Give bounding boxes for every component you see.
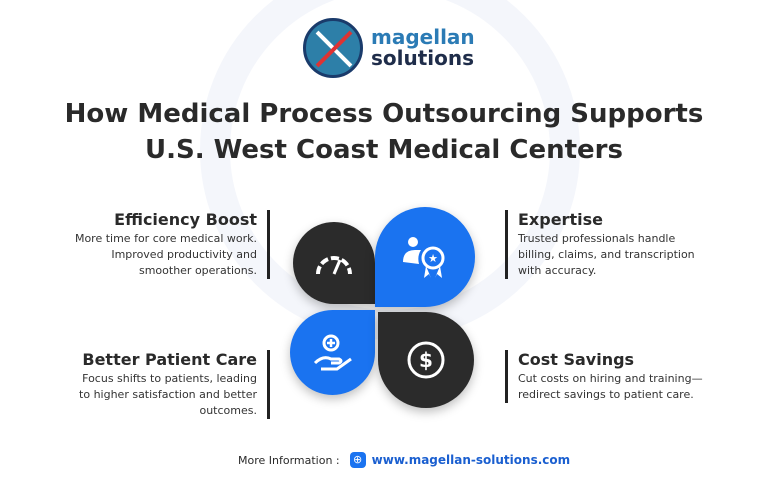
- more-info-label: More Information :: [238, 453, 340, 467]
- svg-text:$: $: [419, 348, 433, 372]
- item-text: Cut costs on hiring and training—redirec…: [518, 372, 703, 401]
- website-link[interactable]: www.magellan-solutions.com: [371, 453, 571, 467]
- item-text: Focus shifts to patients, leading to hig…: [79, 372, 257, 417]
- compass-icon: [303, 18, 363, 78]
- item-efficiency-boost: Efficiency Boost More time for core medi…: [70, 210, 270, 279]
- dollar-icon: $: [407, 341, 445, 379]
- item-title: Efficiency Boost: [114, 210, 257, 229]
- globe-icon: ⊕: [349, 452, 366, 468]
- item-expertise: Expertise Trusted professionals handle b…: [505, 210, 705, 279]
- page-title: How Medical Process Outsourcing Supports…: [64, 99, 704, 165]
- item-title: Expertise: [518, 210, 603, 229]
- logo-text-line1: magellan: [371, 25, 475, 49]
- cost-savings-petal: $: [378, 312, 474, 408]
- item-text: Trusted professionals handle billing, cl…: [518, 232, 695, 277]
- item-title: Better Patient Care: [82, 350, 257, 369]
- logo-text-line2: solutions: [371, 46, 475, 70]
- gauge-icon: [316, 256, 352, 275]
- item-better-patient-care: Better Patient Care Focus shifts to pati…: [70, 350, 270, 419]
- logo: magellan solutions: [303, 18, 475, 78]
- item-text: More time for core medical work. Improve…: [74, 232, 257, 277]
- person-award-icon: ★: [403, 237, 445, 278]
- patient-care-petal: [290, 310, 375, 395]
- item-cost-savings: Cost Savings Cut costs on hiring and tra…: [505, 350, 705, 403]
- svg-text:★: ★: [428, 252, 438, 265]
- footer: More Information : ⊕ www.magellan-soluti…: [238, 452, 570, 468]
- gauge-petal: [293, 222, 375, 304]
- hand-plus-icon: [313, 334, 352, 370]
- item-title: Cost Savings: [518, 350, 635, 369]
- expertise-petal: ★: [375, 207, 475, 307]
